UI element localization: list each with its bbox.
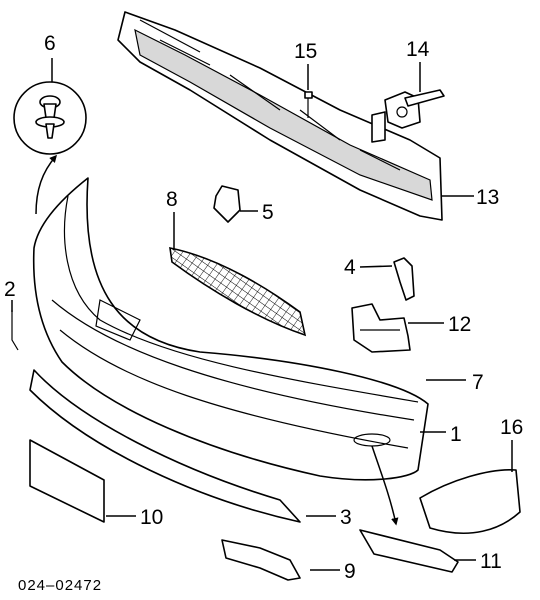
callout-11: 11 — [480, 550, 502, 573]
fog-lamp-cover — [359, 529, 459, 573]
callout-16: 16 — [500, 416, 523, 439]
callout-12: 12 — [448, 313, 471, 336]
license-plate-base — [29, 439, 105, 523]
callout-9: 9 — [344, 560, 356, 583]
push-clip-detail — [13, 81, 87, 155]
bumper-bracket — [351, 303, 411, 353]
side-bracket — [419, 468, 521, 534]
callout-15: 15 — [294, 40, 317, 63]
lower-spoiler — [29, 369, 301, 523]
nut-clip — [393, 257, 415, 301]
drawing-code: 024–02472 — [18, 577, 102, 594]
tow-eye-bracket — [371, 89, 445, 143]
callout-10: 10 — [140, 506, 163, 529]
callout-8: 8 — [166, 188, 178, 211]
callout-7: 7 — [472, 371, 484, 394]
mounting-clip — [213, 185, 241, 223]
reinforcement-bar — [117, 11, 443, 221]
bumper-cover — [32, 177, 429, 481]
callout-5: 5 — [262, 201, 274, 224]
callout-14: 14 — [406, 38, 430, 61]
callout-2: 2 — [4, 278, 16, 301]
callout-13: 13 — [476, 186, 499, 209]
callout-1: 1 — [450, 423, 462, 446]
callout-6: 6 — [44, 32, 56, 55]
leader-lines — [11, 58, 513, 571]
lower-bracket — [221, 539, 301, 581]
side-clip — [11, 310, 19, 351]
bolt — [304, 91, 313, 118]
callout-4: 4 — [344, 256, 356, 279]
grille-mesh — [169, 246, 307, 337]
callout-3: 3 — [340, 506, 352, 529]
